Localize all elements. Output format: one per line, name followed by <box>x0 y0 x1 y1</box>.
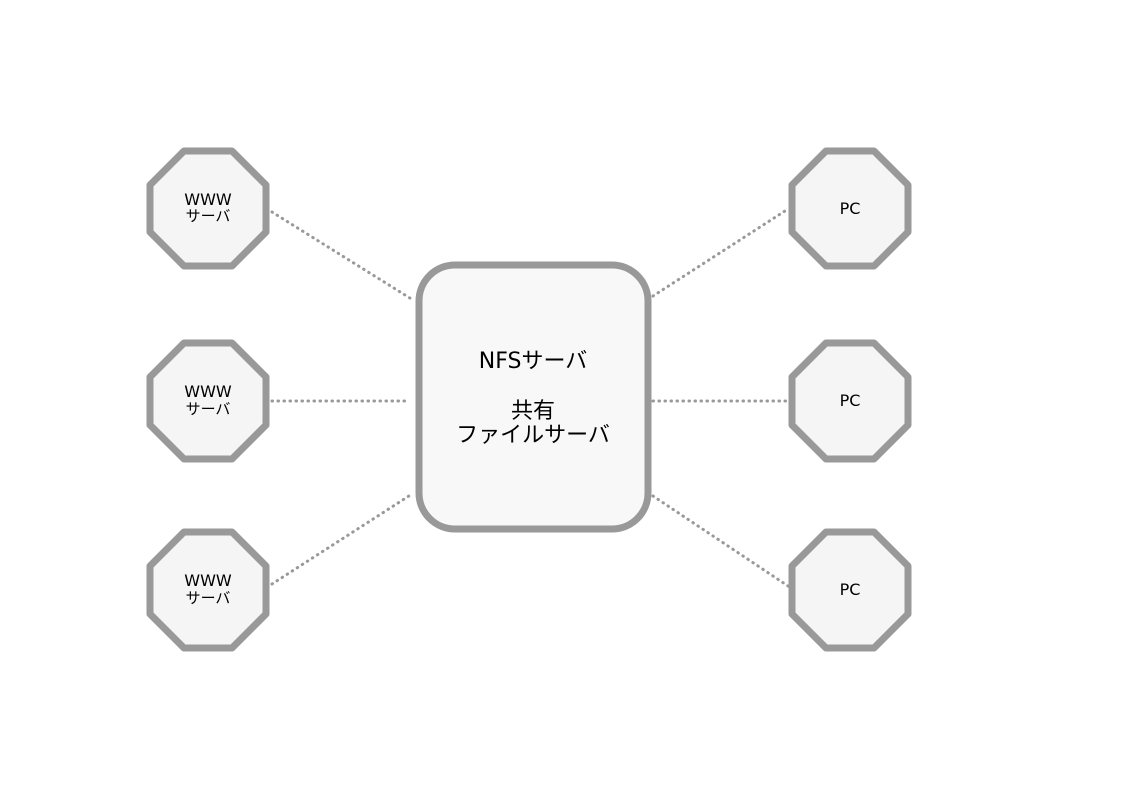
connector-pc-3 <box>651 494 790 588</box>
www-server-octagon <box>146 147 270 270</box>
www-server-node-3[interactable]: WWW サーバ <box>146 528 270 652</box>
www-server-octagon <box>146 339 270 463</box>
shared-label: 共有 <box>511 399 555 424</box>
connector-pc-1 <box>651 207 790 298</box>
www-server-label: WWW <box>184 571 232 590</box>
pc-node-1[interactable]: PC <box>788 147 912 270</box>
www-server-label: WWW <box>184 190 232 209</box>
pc-octagon <box>788 528 912 652</box>
pc-label: PC <box>840 199 861 218</box>
connectors <box>270 207 790 588</box>
www-server-node-1[interactable]: WWW サーバ <box>146 147 270 270</box>
www-server-octagon <box>146 528 270 652</box>
pc-node-2[interactable]: PC <box>788 339 912 463</box>
pc-label: PC <box>840 391 861 410</box>
pc-node-3[interactable]: PC <box>788 528 912 652</box>
nfs-server-node[interactable]: NFSサーバ 共有 ファイルサーバ <box>415 261 652 533</box>
www-server-label: WWW <box>184 382 232 401</box>
www-server-sublabel: サーバ <box>186 589 231 607</box>
www-server-sublabel: サーバ <box>186 207 231 225</box>
www-server-sublabel: サーバ <box>186 400 231 418</box>
pc-octagon <box>788 339 912 463</box>
file-server-label: ファイルサーバ <box>456 423 610 448</box>
connector-www-1 <box>270 210 415 302</box>
www-server-node-2[interactable]: WWW サーバ <box>146 339 270 463</box>
nfs-server-label: NFSサーバ <box>479 349 587 374</box>
nfs-server-box <box>415 261 652 533</box>
pc-label: PC <box>840 580 861 599</box>
connector-www-3 <box>270 492 414 586</box>
pc-octagon <box>788 147 912 270</box>
